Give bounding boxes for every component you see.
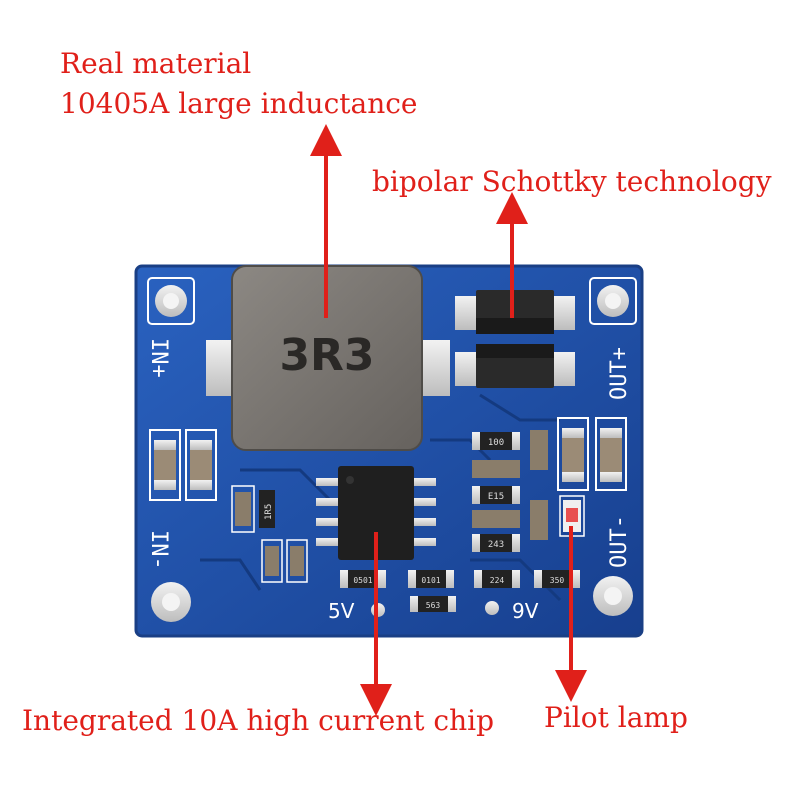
out-minus-label: OUT- [607, 515, 632, 568]
resistor-blank-2 [472, 510, 520, 528]
resistor-350-marking: 350 [550, 576, 565, 585]
in-plus-label: IN+ [146, 338, 171, 378]
pad-9v [485, 601, 499, 615]
resistor-0101: 0101 [408, 570, 454, 588]
mounting-hole-top-left [147, 277, 195, 325]
pad-5v-label: 5V [328, 599, 355, 623]
resistor-blank-1 [472, 460, 520, 478]
in-minus-label: IN- [146, 530, 171, 570]
resistor-100: 100 [472, 432, 520, 450]
inductor-caption-line2: 10405A large inductance [60, 87, 418, 120]
resistor-e15-marking: E15 [488, 492, 504, 502]
resistor-243-marking: 243 [488, 540, 504, 550]
lamp-caption: Pilot lamp [544, 701, 688, 734]
small-capacitor-1 [231, 485, 255, 533]
resistor-0101-marking: 0101 [421, 576, 440, 585]
ic-chip [316, 466, 436, 560]
small-resistor-1r5: 1R5 [259, 490, 275, 528]
resistor-1r5-marking: 1R5 [264, 504, 274, 520]
input-capacitor-right [185, 429, 217, 501]
resistor-563: 563 [410, 596, 456, 612]
chip-caption: Integrated 10A high current chip [22, 704, 494, 737]
pad-9v-label: 9V [512, 599, 539, 623]
mounting-hole-bottom-left [151, 582, 191, 622]
small-capacitor-2 [261, 539, 283, 583]
input-capacitor-left [149, 429, 181, 501]
inductor-marking: 3R3 [279, 330, 374, 381]
resistor-563-marking: 563 [426, 601, 441, 610]
inductor-caption-line1: Real material [60, 47, 252, 80]
resistor-350: 350 [534, 570, 580, 588]
resistor-0501: 0501 [340, 570, 386, 588]
resistor-100-marking: 100 [488, 438, 504, 448]
capacitor-vertical-1 [530, 430, 548, 470]
mounting-hole-bottom-right [593, 576, 633, 616]
capacitor-vertical-2 [530, 500, 548, 540]
output-capacitor-right [595, 417, 627, 491]
schottky-caption: bipolar Schottky technology [372, 165, 772, 198]
out-plus-label: OUT+ [607, 347, 632, 400]
resistor-e15: E15 [472, 486, 520, 504]
resistor-224: 224 [474, 570, 520, 588]
resistor-0501-marking: 0501 [353, 576, 372, 585]
small-capacitor-3 [286, 539, 308, 583]
inductor: 3R3 [231, 265, 423, 451]
mounting-hole-top-right [589, 277, 637, 325]
schottky-diode-top [455, 290, 575, 334]
schottky-diode-bottom [455, 344, 575, 388]
resistor-224-marking: 224 [490, 576, 505, 585]
output-capacitor-left [557, 417, 589, 491]
resistor-243: 243 [472, 534, 520, 552]
